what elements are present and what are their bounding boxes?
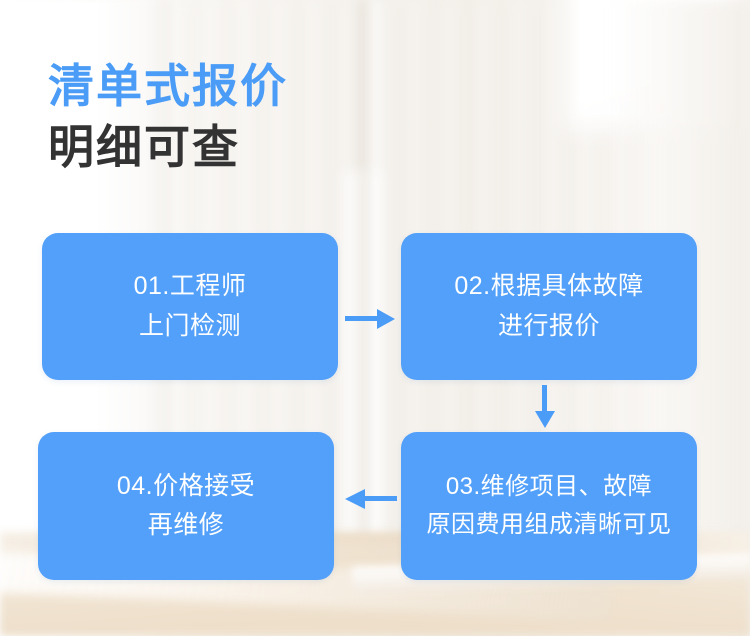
flow-step-02-line-2: 进行报价 [497, 311, 600, 340]
flow-step-04[interactable]: 04.价格接受 再维修 [38, 432, 334, 580]
flow-step-02-line-1: 02.根据具体故障 [454, 272, 644, 300]
flow-step-01-line-2: 上门检测 [138, 311, 241, 340]
flow-step-04-line-1: 04.价格接受 [116, 471, 256, 500]
arrow-right-icon [345, 306, 397, 332]
background-wall-corner [352, 0, 382, 612]
page-title: 清单式报价 明细可查 [48, 56, 288, 177]
flow-step-02[interactable]: 02.根据具体故障 进行报价 [401, 233, 697, 380]
flow-step-04-line-2: 再维修 [147, 511, 225, 539]
flow-step-01-line-1: 01.工程师 [133, 272, 247, 300]
flow-step-03[interactable]: 03.维修项目、故障 原因费用组成清晰可见 [401, 432, 697, 580]
page-title-line-2: 明细可查 [48, 120, 240, 173]
flow-step-03-line-2: 原因费用组成清晰可见 [426, 511, 672, 538]
flow-step-03-line-1: 03.维修项目、故障 [445, 473, 653, 501]
page-title-line-1: 清单式报价 [48, 60, 288, 112]
flow-step-01[interactable]: 01.工程师 上门检测 [42, 233, 338, 380]
arrow-down-icon [532, 385, 558, 429]
arrow-left-icon [341, 486, 397, 512]
